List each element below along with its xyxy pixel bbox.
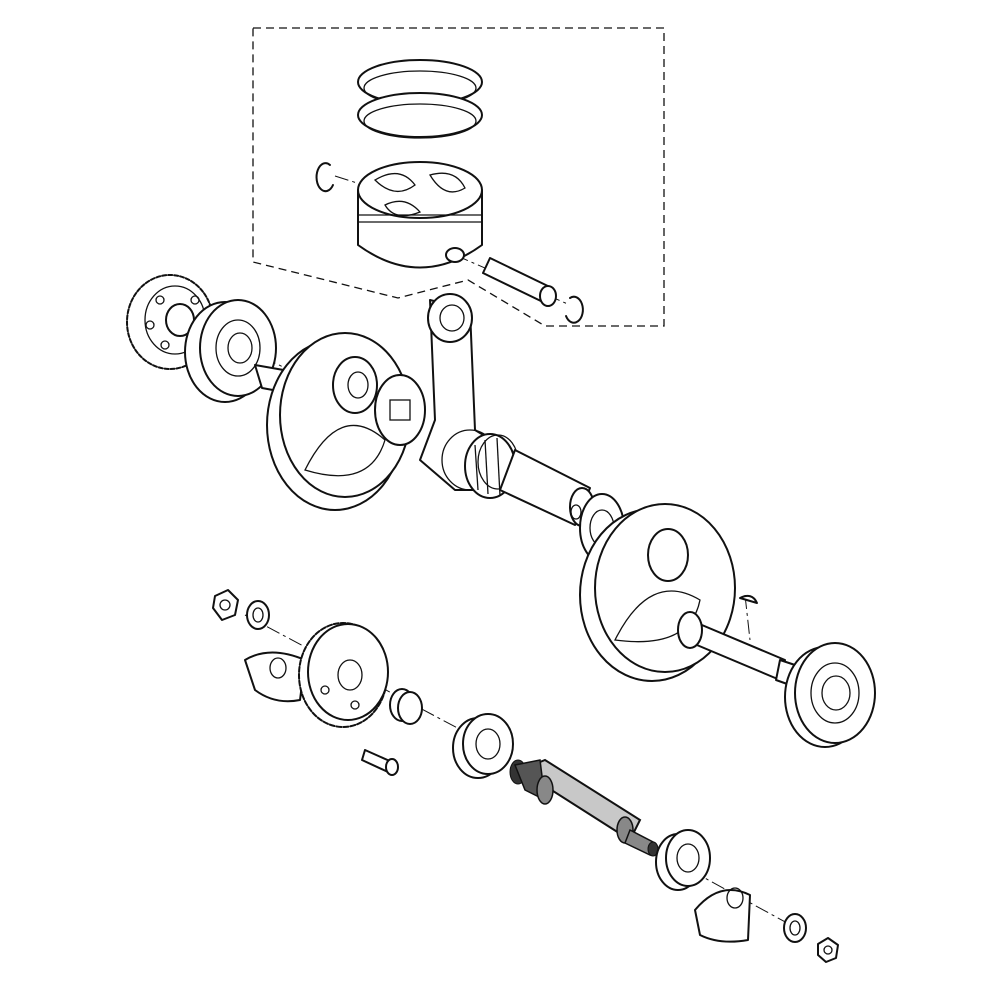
piston-pin (482, 257, 557, 307)
right-main-bearing (784, 642, 876, 748)
piston (357, 161, 483, 269)
balancer-shaft (509, 758, 659, 857)
balancer-washer-right (783, 913, 807, 943)
woodruff-key (739, 594, 758, 604)
balancer-nut-left (212, 589, 239, 621)
piston-kit-boundary (252, 27, 665, 327)
balancer-nut-right (817, 937, 839, 963)
balancer-weight-left (244, 651, 306, 703)
piston-ring-second (357, 92, 483, 139)
left-crankshaft-half (254, 332, 411, 511)
gear-bolt (361, 749, 399, 776)
piston-pin-circlip-left (315, 162, 334, 193)
crank-pin (499, 449, 595, 527)
right-crankshaft-half (579, 503, 796, 686)
balancer-bearing-right (655, 829, 711, 891)
piston-ring-top (357, 59, 483, 106)
balancer-bearing-left (452, 713, 514, 779)
balancer-weight-right (694, 887, 751, 943)
balancer-washer-left (246, 600, 270, 630)
balancer-drive-gear (298, 622, 389, 728)
balancer-collar (389, 688, 423, 725)
thrust-washer-left (374, 374, 426, 446)
piston-pin-circlip-right (565, 295, 584, 324)
